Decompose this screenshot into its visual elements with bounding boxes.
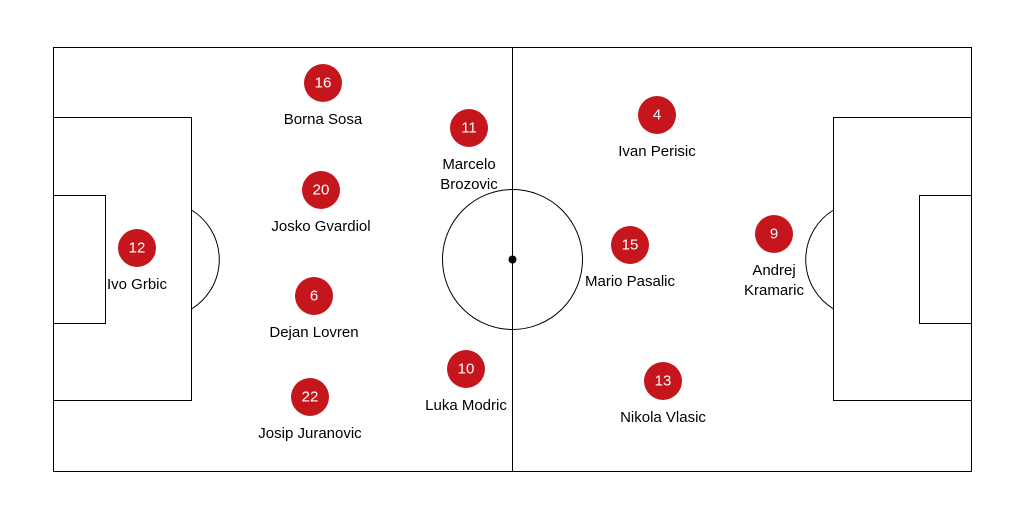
player-name: Brozovic	[440, 176, 498, 193]
player-number: 12	[129, 240, 146, 257]
player-number: 10	[458, 361, 475, 378]
right-goal-area	[919, 195, 972, 324]
right-penalty-box	[833, 117, 972, 401]
player-circle	[295, 277, 333, 315]
player-name: Borna Sosa	[284, 111, 363, 128]
player-circle	[302, 171, 340, 209]
player-name: Josip Juranovic	[258, 425, 362, 442]
player-number: 20	[313, 182, 330, 199]
player-name: Kramaric	[744, 282, 805, 299]
player-circle	[450, 109, 488, 147]
player-circle	[291, 378, 329, 416]
player-name: Nikola Vlasic	[620, 409, 706, 426]
player-number: 9	[770, 226, 778, 243]
left-penalty-arc	[191, 209, 220, 310]
player-name: Dejan Lovren	[269, 324, 358, 341]
player-number: 22	[302, 389, 319, 406]
player-name: Marcelo	[442, 156, 495, 173]
player-number: 6	[310, 288, 318, 305]
player-name: Josko Gvardiol	[271, 218, 370, 235]
player-circle	[644, 362, 682, 400]
center-circle	[442, 189, 583, 330]
player-name: Mario Pasalic	[585, 273, 676, 290]
player-circle	[447, 350, 485, 388]
pitch-markings	[53, 47, 972, 472]
player-circle	[118, 229, 156, 267]
player-number: 15	[622, 237, 639, 254]
player-name: Ivan Perisic	[618, 143, 696, 160]
player-circle	[304, 64, 342, 102]
player-number: 11	[461, 120, 477, 137]
center-spot	[508, 255, 517, 264]
player-circle	[611, 226, 649, 264]
player-number: 13	[655, 373, 672, 390]
player-name: Ivo Grbic	[107, 276, 168, 293]
player-number: 4	[653, 107, 661, 124]
right-penalty-arc	[805, 209, 834, 310]
player-name: Luka Modric	[425, 397, 507, 414]
player-name: Andrej	[752, 262, 795, 279]
player-circle	[638, 96, 676, 134]
player-circle	[755, 215, 793, 253]
player-number: 16	[315, 75, 332, 92]
left-goal-area	[53, 195, 106, 324]
